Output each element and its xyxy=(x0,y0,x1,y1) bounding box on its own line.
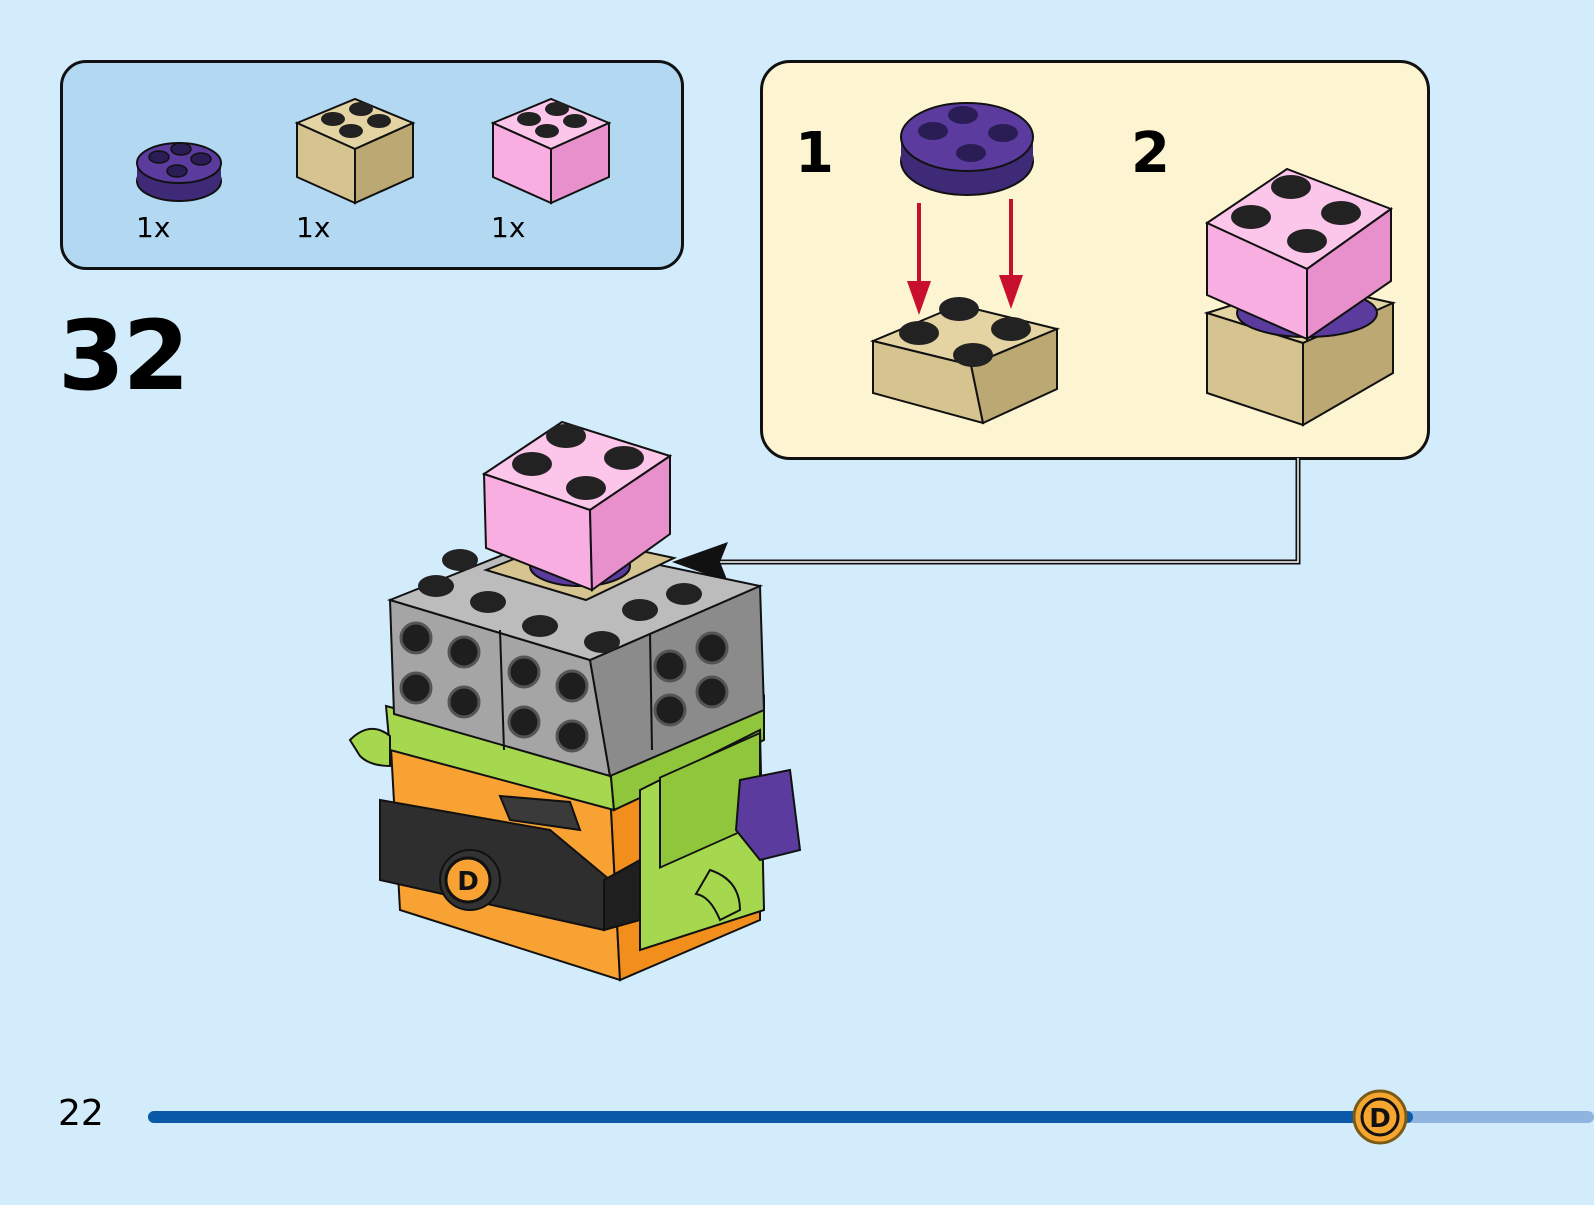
sub-assembly-box: 1 2 xyxy=(760,60,1430,460)
part-quantity: 1x xyxy=(296,211,331,244)
progress-marker-icon: D xyxy=(1352,1089,1408,1145)
svg-text:D: D xyxy=(457,867,479,897)
sub-step-1-illustration xyxy=(863,93,1073,433)
progress-marker-label: D xyxy=(1369,1104,1391,1134)
sub-step-number: 2 xyxy=(1131,121,1170,186)
purple-round-plate-icon xyxy=(133,129,225,209)
part-quantity: 1x xyxy=(491,211,526,244)
callout-connector-arrow xyxy=(668,458,1308,578)
sub-step-2-illustration xyxy=(1203,163,1399,427)
step-number: 32 xyxy=(58,300,190,412)
page-number: 22 xyxy=(58,1093,104,1134)
part-quantity: 1x xyxy=(136,211,171,244)
parts-list-box: 1x 1x 1x xyxy=(60,60,684,270)
pink-brick-icon xyxy=(489,93,613,205)
progress-bar-fill xyxy=(148,1111,1414,1123)
progress-bar xyxy=(148,1111,1594,1123)
main-model-illustration: D xyxy=(340,410,820,990)
sub-step-number: 1 xyxy=(795,121,834,186)
tan-brick-icon xyxy=(293,93,417,205)
